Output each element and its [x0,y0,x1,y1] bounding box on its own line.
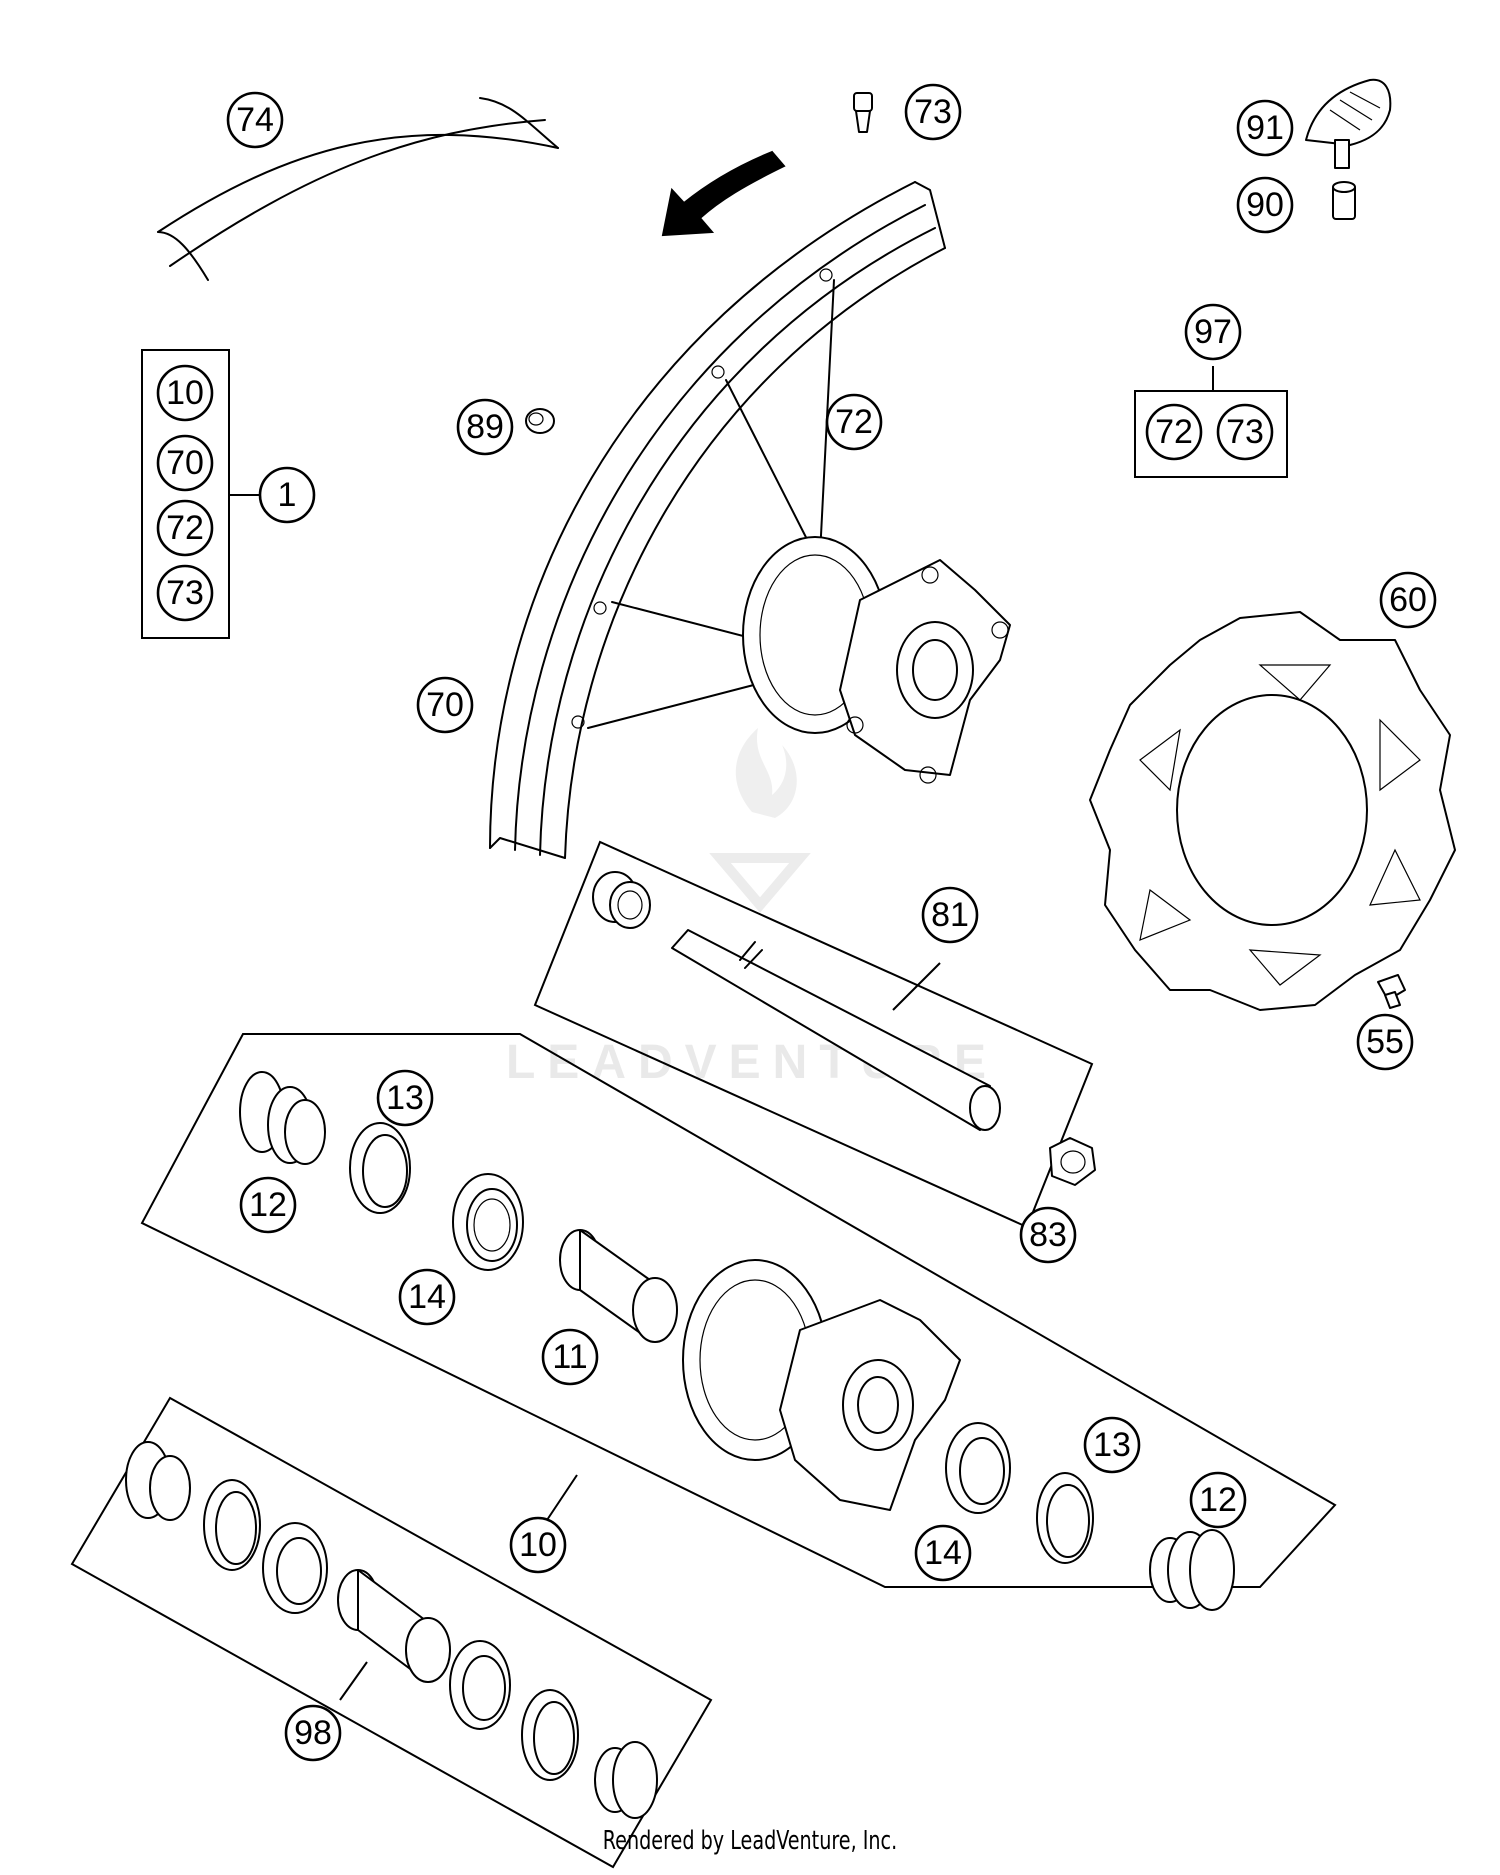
callout-11[interactable]: 11 [541,1328,599,1386]
svg-text:73: 73 [1226,413,1264,451]
callout-1-10[interactable]: 10 [156,364,214,422]
svg-text:72: 72 [1155,413,1193,451]
rim-plug[interactable] [525,408,555,434]
svg-text:70: 70 [426,686,464,724]
spoke-set-group-box [1134,390,1288,478]
callout-12-right[interactable]: 12 [1189,1471,1247,1529]
shaft-seal-right[interactable] [1036,1472,1094,1564]
rim-tape[interactable] [157,97,559,281]
svg-text:55: 55 [1366,1023,1404,1061]
spacer-bushing-right[interactable] [1149,1529,1235,1611]
callout-13-right[interactable]: 13 [1083,1416,1141,1474]
callout-60[interactable]: 60 [1379,571,1437,629]
svg-text:73: 73 [914,93,952,131]
callout-13-left[interactable]: 13 [376,1069,434,1127]
axle-nut[interactable] [1049,1137,1096,1186]
callout-97-73[interactable]: 73 [1216,403,1274,461]
leader-lines [229,366,1214,1701]
svg-text:12: 12 [1199,1481,1237,1519]
svg-text:10: 10 [519,1526,557,1564]
callout-14-right[interactable]: 14 [914,1524,972,1582]
svg-text:73: 73 [166,574,204,612]
callout-74[interactable]: 74 [226,91,284,149]
axle-bushing[interactable] [592,871,651,929]
bearing-kit[interactable] [125,1441,658,1819]
svg-text:90: 90 [1246,186,1284,224]
callout-97[interactable]: 97 [1184,303,1242,361]
shaft-seal-left[interactable] [349,1122,411,1214]
callout-10[interactable]: 10 [509,1516,567,1574]
callout-73-nipple[interactable]: 73 [904,83,962,141]
callout-72[interactable]: 72 [825,393,883,451]
wheel-hub-assembled[interactable] [742,536,1011,784]
front-axle[interactable] [671,929,1001,1131]
callout-1-70[interactable]: 70 [156,434,214,492]
callout-55[interactable]: 55 [1356,1013,1414,1071]
leadventure-flame-logo-icon [709,728,811,913]
callout-81[interactable]: 81 [921,886,979,944]
callout-90[interactable]: 90 [1236,176,1294,234]
callout-70[interactable]: 70 [416,676,474,734]
callout-89[interactable]: 89 [456,398,514,456]
ball-bearing-right[interactable] [945,1422,1011,1514]
callout-1-73[interactable]: 73 [156,564,214,622]
svg-text:81: 81 [931,896,969,934]
svg-text:1: 1 [278,476,297,514]
svg-text:74: 74 [236,101,274,139]
wheel-hub[interactable] [682,1259,961,1511]
disc-bolt[interactable] [1377,974,1406,1009]
svg-text:98: 98 [294,1714,332,1752]
callout-1[interactable]: 1 [258,466,316,524]
svg-text:12: 12 [249,1186,287,1224]
brake-disc[interactable] [1089,611,1456,1011]
callout-97-72[interactable]: 72 [1145,403,1203,461]
svg-text:14: 14 [408,1278,446,1316]
svg-text:83: 83 [1029,1216,1067,1254]
callout-14-left[interactable]: 14 [398,1268,456,1326]
rotation-direction-arrow-icon [661,150,786,237]
distance-sleeve[interactable] [559,1229,678,1343]
svg-text:70: 70 [166,444,204,482]
callout-83[interactable]: 83 [1019,1206,1077,1264]
rendered-by-footer: Rendered by LeadVenture, Inc. [602,1826,898,1856]
callout-91[interactable]: 91 [1236,99,1294,157]
svg-text:13: 13 [1093,1426,1131,1464]
svg-text:11: 11 [552,1338,587,1376]
spoke-nipple[interactable] [853,92,873,133]
callout-1-72[interactable]: 72 [156,499,214,557]
svg-text:72: 72 [166,509,204,547]
svg-text:60: 60 [1389,581,1427,619]
svg-text:13: 13 [386,1079,424,1117]
spacer-bushing-left[interactable] [239,1071,326,1165]
callout-12-left[interactable]: 12 [239,1176,297,1234]
bearing-kit-frame [70,1396,713,1869]
svg-text:14: 14 [924,1534,962,1572]
hub-group-frame [140,1033,1337,1588]
valve-nut[interactable] [1332,181,1356,220]
wheel-rim[interactable] [489,181,946,859]
callout-98[interactable]: 98 [284,1704,342,1762]
svg-text:97: 97 [1194,313,1232,351]
tube-valve-cap[interactable] [1305,78,1392,169]
svg-text:72: 72 [835,403,873,441]
svg-text:91: 91 [1246,109,1284,147]
svg-text:89: 89 [466,408,504,446]
svg-text:10: 10 [166,374,204,412]
ball-bearing-left[interactable] [452,1173,524,1271]
